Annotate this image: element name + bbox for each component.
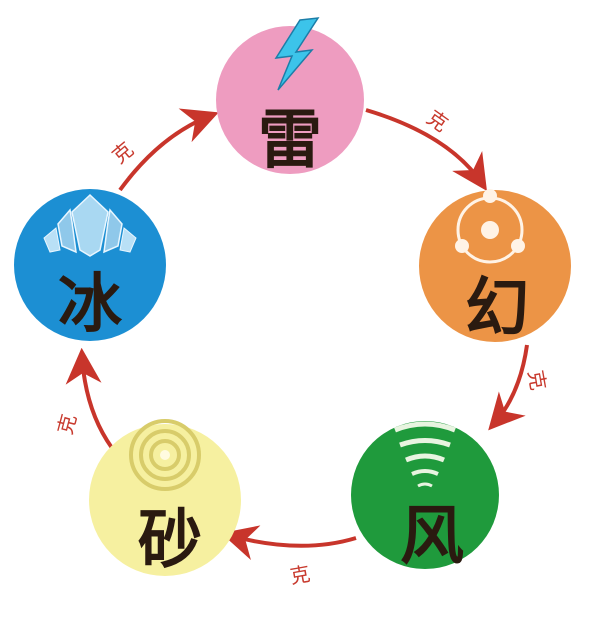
node-lei: 雷 <box>216 17 364 178</box>
sharingan-icon <box>455 189 525 264</box>
node-sha-circle <box>89 424 241 576</box>
node-feng: 风 <box>351 421 499 574</box>
edge-label-feng-sha: 克 <box>288 561 312 588</box>
tornado-icon <box>394 421 456 488</box>
edge-huan-to-feng <box>488 344 529 431</box>
node-bing-label: 冰 <box>58 267 123 342</box>
node-feng-label: 风 <box>400 499 464 574</box>
ice-crystal-icon <box>43 193 137 257</box>
sand-swirl-icon <box>129 419 201 491</box>
node-lei-circle <box>216 26 364 174</box>
cycle-edges <box>65 108 529 561</box>
edge-sha-to-bing <box>65 347 114 450</box>
edge-label-huan-feng: 克 <box>523 368 550 392</box>
edge-label-bing-lei: 克 <box>107 137 138 168</box>
node-huan-label: 幻 <box>465 271 529 346</box>
lightning-icon <box>274 17 320 91</box>
node-huan: 幻 <box>419 189 571 346</box>
node-bing-circle <box>14 189 166 341</box>
node-sha-label: 砂 <box>138 503 202 578</box>
node-sha: 砂 <box>89 419 241 578</box>
node-bing: 冰 <box>14 189 166 342</box>
edge-label-lei-huan: 克 <box>422 105 452 136</box>
node-lei-label: 雷 <box>258 103 322 178</box>
edge-lei-to-huan <box>365 108 487 192</box>
edge-bing-to-lei <box>118 108 219 192</box>
edge-feng-to-sha <box>221 525 357 561</box>
edge-label-sha-bing: 克 <box>53 411 81 437</box>
node-feng-circle <box>351 421 499 569</box>
